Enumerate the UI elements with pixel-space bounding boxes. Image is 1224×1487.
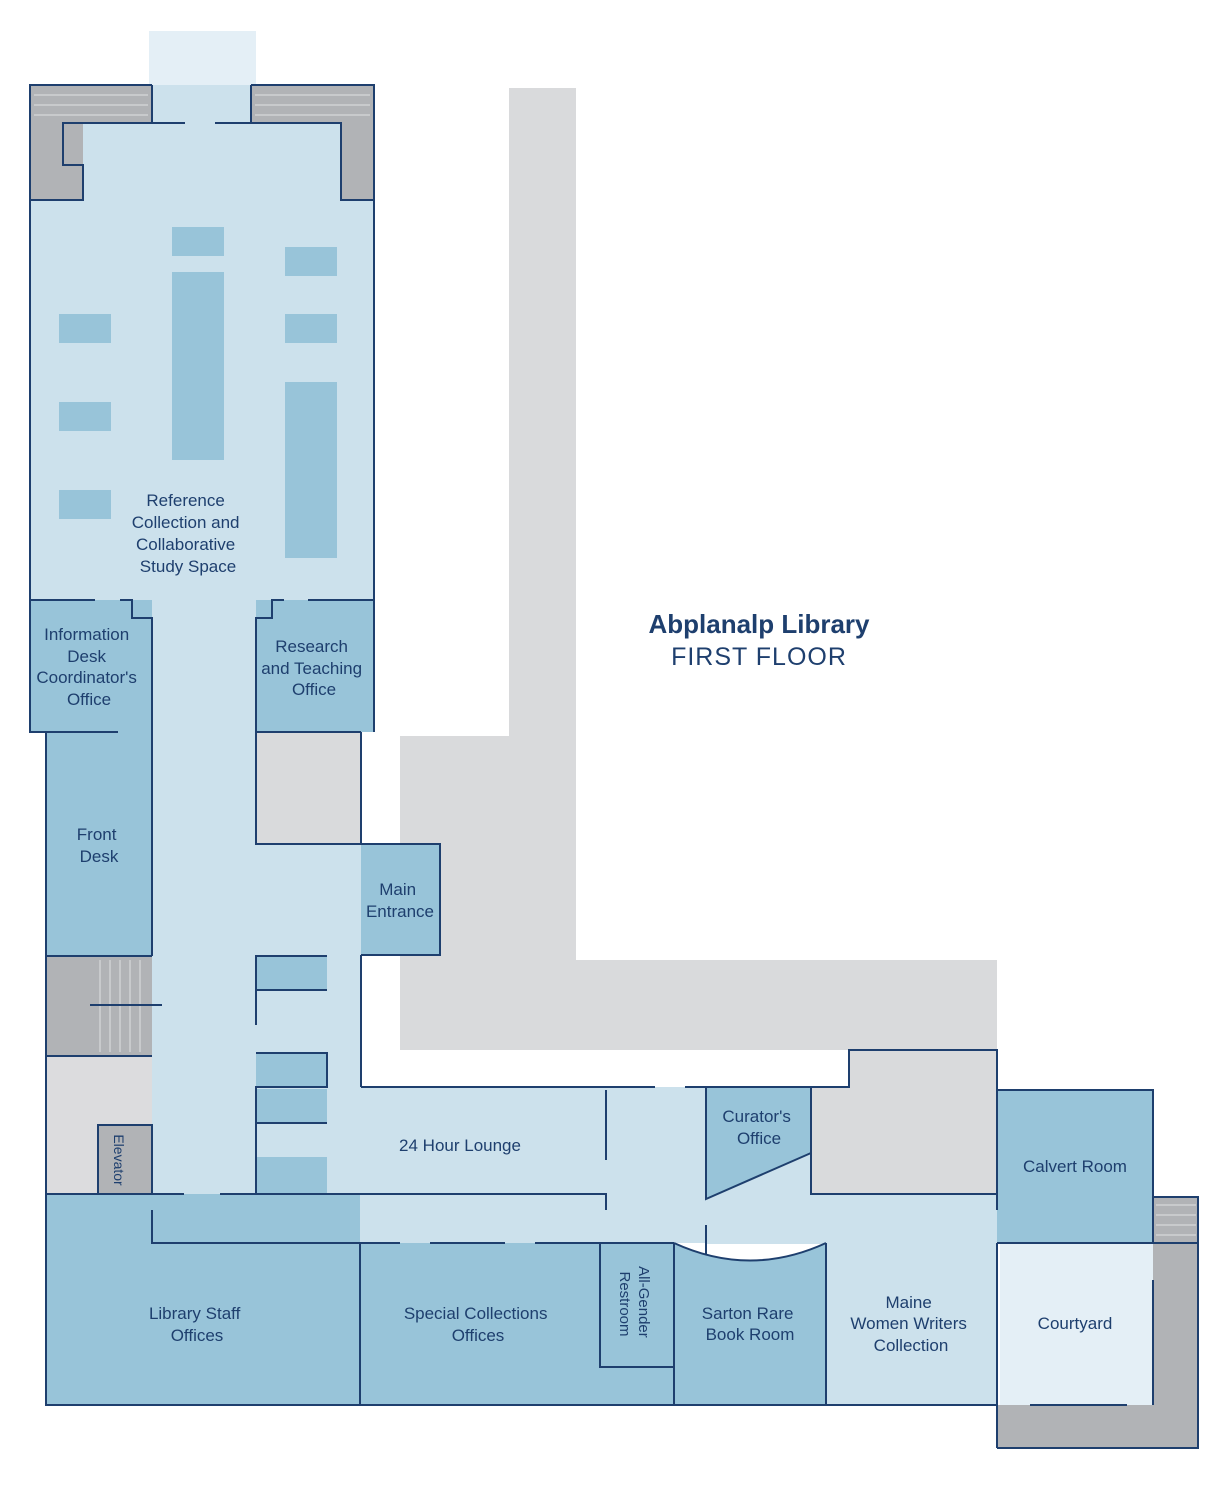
restroom-room: [600, 1243, 674, 1367]
label-curator: Curator's Office: [722, 1107, 795, 1148]
label-staff: Library Staff Offices: [149, 1304, 245, 1345]
curator-office-room: [706, 1087, 811, 1199]
map-subtitle: FIRST FLOOR: [671, 643, 847, 671]
north-stairs: [30, 85, 374, 200]
library-staff-room: [46, 1194, 360, 1405]
label-courtyard: Courtyard: [1038, 1314, 1113, 1333]
stair-southeast: [997, 1197, 1198, 1448]
maine-writers-room: [826, 1243, 997, 1405]
calvert-room: [997, 1090, 1153, 1243]
label-lounge: 24 Hour Lounge: [399, 1136, 521, 1155]
courtyard-area: [1000, 1243, 1153, 1405]
label-front-desk: Front Desk: [77, 825, 121, 866]
label-special: Special Collections Offices: [404, 1304, 552, 1345]
gray-room-east: [811, 1050, 997, 1194]
map-title: Abplanalp Library: [648, 609, 870, 639]
main-entrance-room: [361, 844, 440, 955]
stair-nw-lower: [30, 123, 83, 200]
sarton-room: [674, 1243, 826, 1405]
label-elevator: Elevator: [111, 1134, 127, 1186]
lounge-shelving: [256, 956, 327, 1194]
walls: [29, 84, 1199, 1449]
stair-ne: [251, 85, 374, 123]
label-maine: Maine Women Writers Collection: [850, 1293, 971, 1355]
label-research: Research and Teaching Office: [261, 637, 367, 699]
research-room: [256, 600, 374, 732]
front-desk-room: [46, 732, 152, 956]
stair-ne-lower: [341, 123, 374, 200]
main-corridor: [152, 600, 256, 1245]
label-info-desk: Information Desk Coordinator's Office: [36, 625, 141, 709]
gray-service-room: [256, 732, 361, 844]
label-restroom: All-Gender Restroom: [616, 1266, 652, 1342]
adjacent-building-l: [400, 736, 997, 1050]
label-main-entrance: Main Entrance: [366, 880, 434, 921]
elevator-shaft: [98, 1125, 152, 1194]
adjacent-buildings: [400, 88, 997, 1050]
shelving: [59, 227, 337, 558]
stair-nw: [30, 85, 152, 123]
label-sarton: Sarton Rare Book Room: [702, 1304, 798, 1344]
label-calvert: Calvert Room: [1023, 1157, 1127, 1176]
adjacent-building-tall: [509, 88, 576, 738]
label-reference: Reference Collection and Collaborative S…: [132, 491, 244, 576]
info-desk-room: [30, 600, 152, 732]
